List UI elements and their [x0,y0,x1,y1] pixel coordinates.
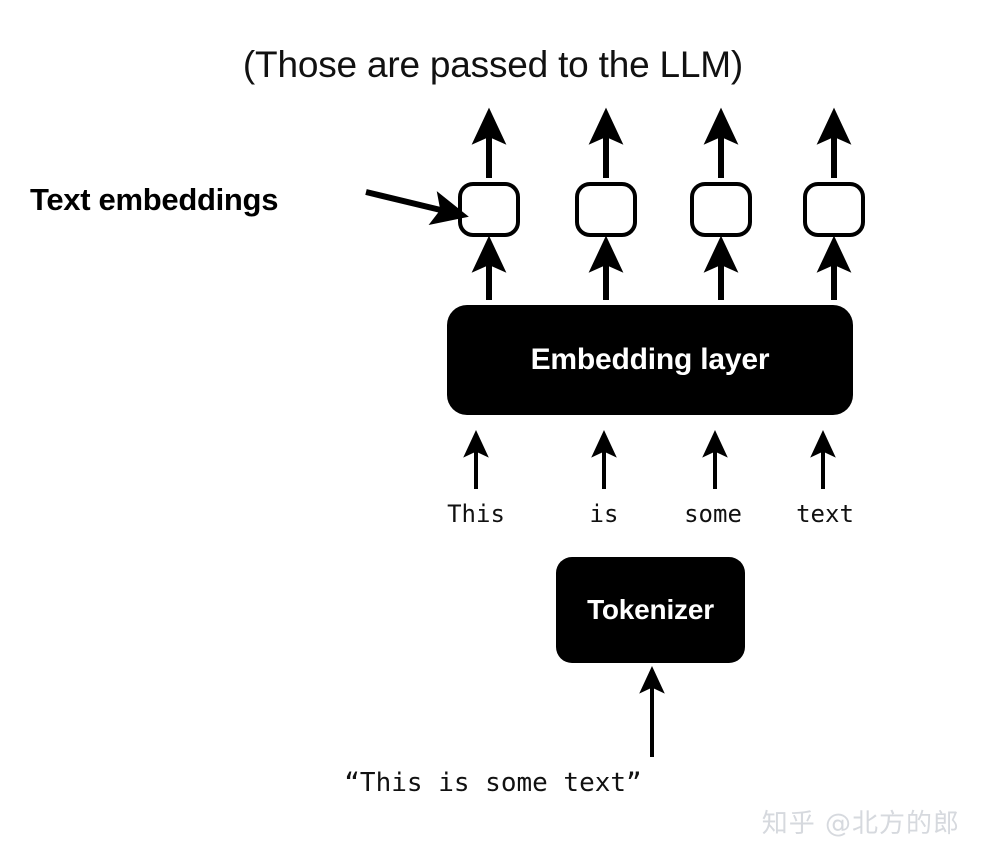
tokenizer-block: Tokenizer [556,557,745,663]
embedding-box-3 [690,182,752,237]
token-label-3: some [684,500,742,528]
embedding-box-4 [803,182,865,237]
input-string-label: “This is some text” [344,768,642,798]
top-caption: (Those are passed to the LLM) [242,44,744,85]
watermark-label: 知乎 @北方的郎 [761,809,960,839]
embedding-box-2 [575,182,637,237]
embedding-box-1 [458,182,520,237]
token-label-2: is [589,500,619,528]
annotation-arrow [365,189,469,225]
text-embeddings-label: Text embeddings [30,182,279,217]
embedding-layer-block: Embedding layer [447,305,853,415]
token-label-4: text [796,500,854,528]
token-label-1: This [447,500,505,528]
